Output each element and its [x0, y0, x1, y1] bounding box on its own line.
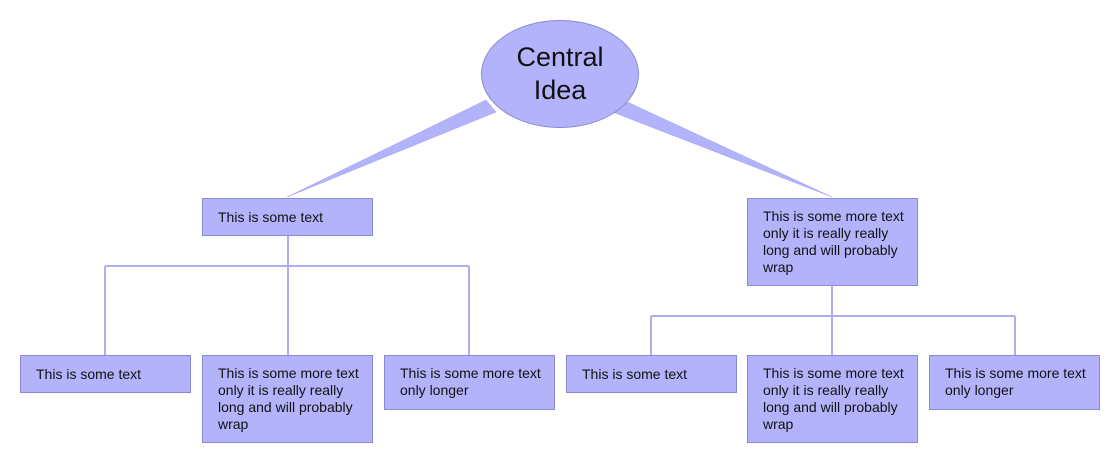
connector-right-tree	[650, 286, 1016, 355]
left-branch-node[interactable]: This is some text	[202, 198, 373, 236]
right-child-node[interactable]: This is some text	[566, 355, 737, 393]
right-branch-node[interactable]: This is some more text only it is really…	[747, 198, 918, 286]
right-branch-label: This is some more text only it is really…	[763, 208, 904, 275]
left-child-node[interactable]: This is some more text only it is really…	[202, 355, 373, 443]
right-child-label: This is some more text only longer	[945, 365, 1086, 398]
left-child-label: This is some text	[36, 366, 142, 382]
central-idea-node[interactable]: Central Idea	[481, 20, 639, 128]
left-child-node[interactable]: This is some more text only longer	[384, 355, 555, 410]
left-child-label: This is some more text only longer	[400, 365, 541, 398]
left-child-label: This is some more text only it is really…	[218, 365, 359, 432]
connector-left-tree	[104, 236, 470, 355]
right-child-label: This is some text	[582, 366, 688, 382]
left-child-node[interactable]: This is some text	[20, 355, 191, 393]
right-child-label: This is some more text only it is really…	[763, 365, 904, 432]
right-child-node[interactable]: This is some more text only longer	[929, 355, 1100, 410]
connector-central-to-right	[614, 99, 833, 198]
left-branch-label: This is some text	[218, 209, 324, 225]
central-idea-label: Central Idea	[516, 42, 604, 105]
right-child-node[interactable]: This is some more text only it is really…	[747, 355, 918, 443]
connector-central-to-left	[286, 99, 497, 198]
